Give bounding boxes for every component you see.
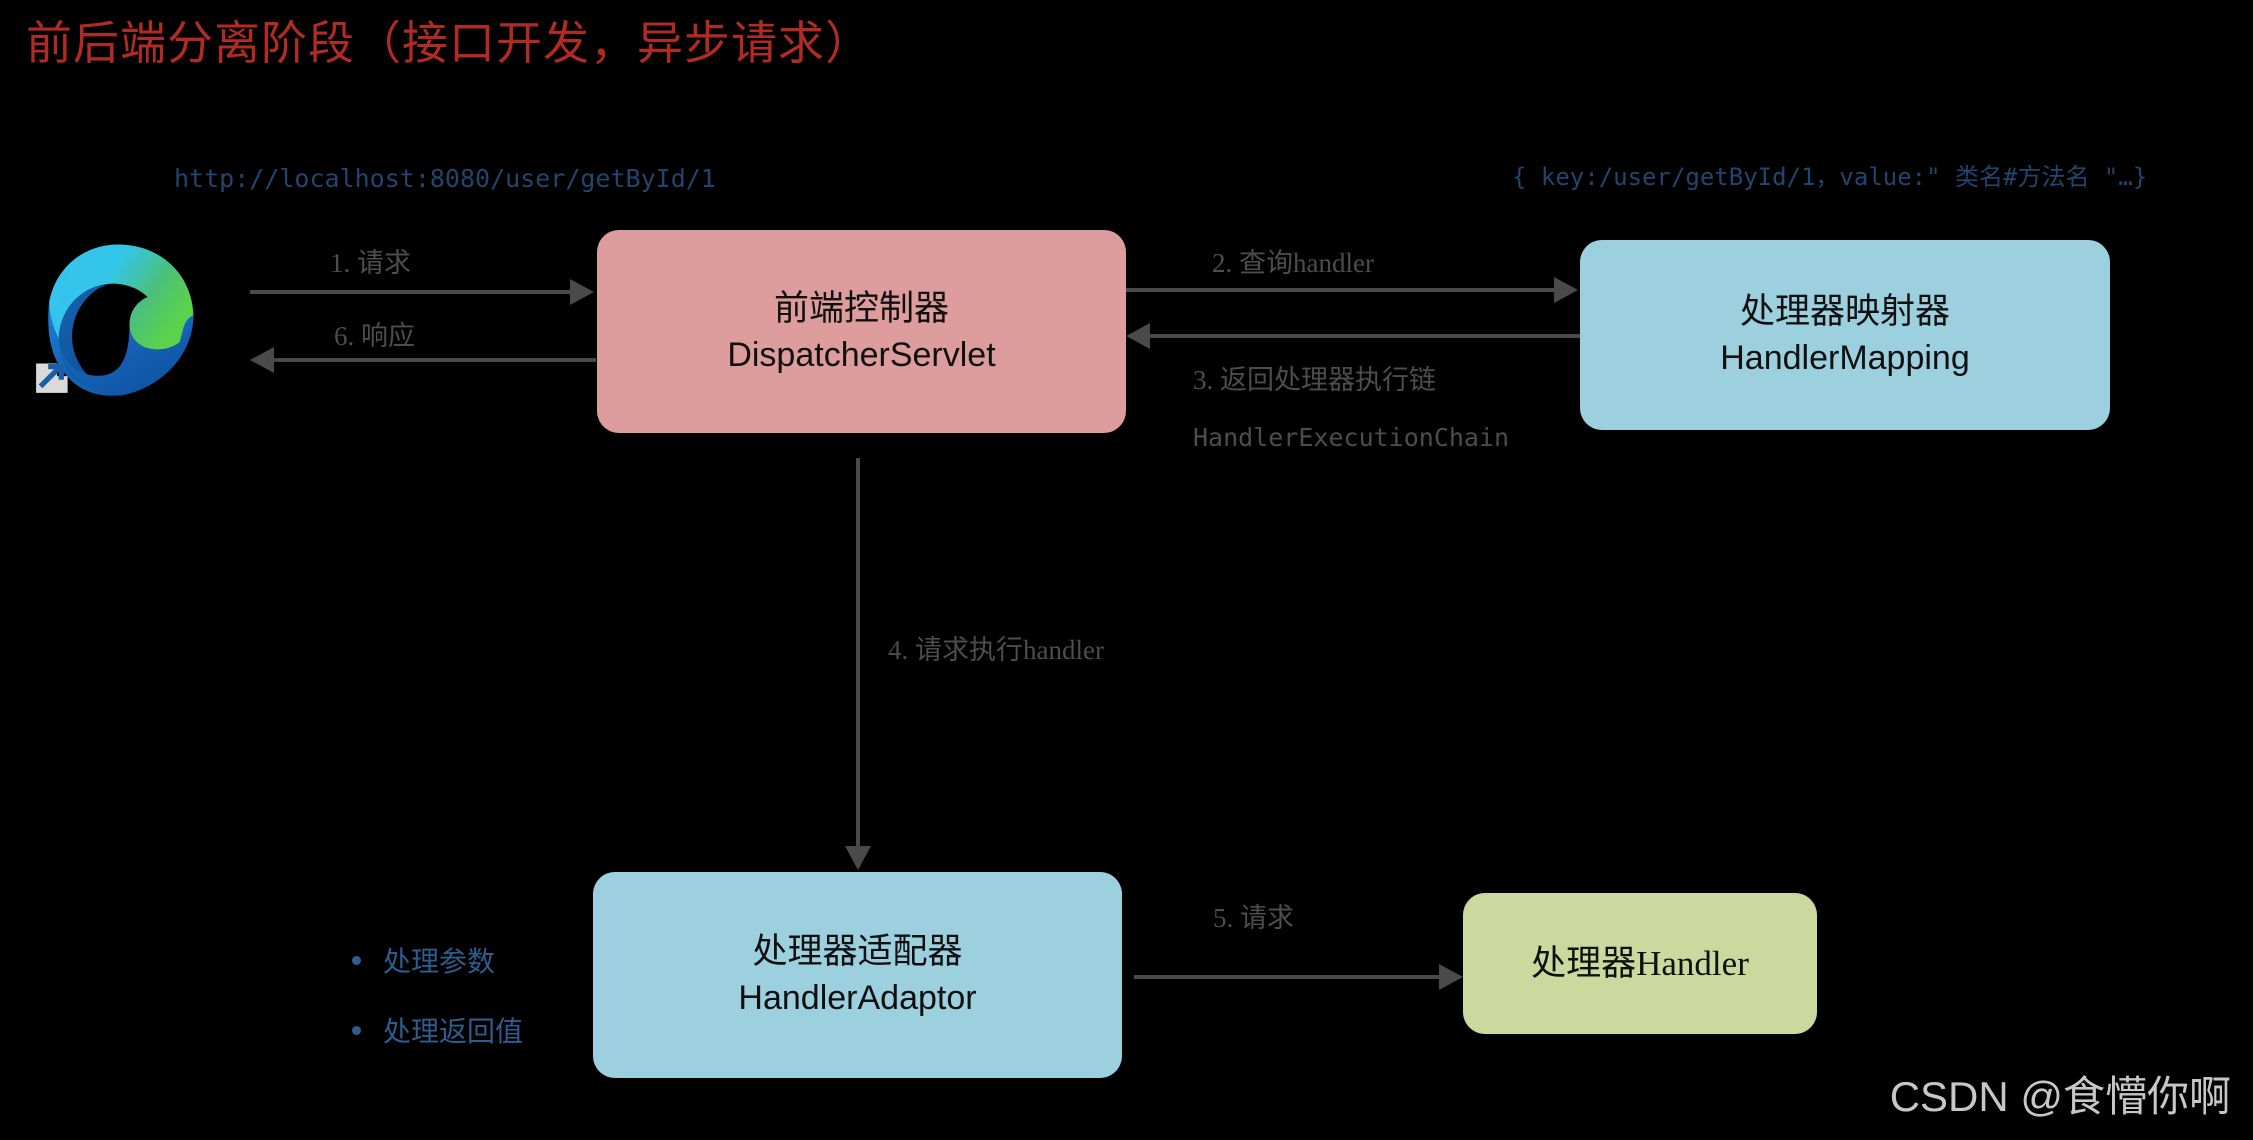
handler-adaptor-notes-list: 处理参数 处理返回值 bbox=[352, 940, 572, 1080]
node-dispatcher-en: DispatcherServlet bbox=[727, 335, 996, 374]
arrow-line-step3 bbox=[1150, 334, 1580, 338]
arrow-line-step4 bbox=[856, 458, 860, 848]
request-url-annotation: http://localhost:8080/user/getById/1 bbox=[174, 164, 716, 193]
arrow-head-step3 bbox=[1126, 323, 1150, 349]
node-handler-adaptor[interactable]: 处理器适配器 HandlerAdaptor bbox=[593, 872, 1122, 1078]
csdn-watermark: CSDN @食懵你啊 bbox=[1889, 1073, 2231, 1120]
node-handler-adaptor-en: HandlerAdaptor bbox=[738, 979, 977, 1017]
node-dispatcher-cn: 前端控制器 bbox=[773, 288, 949, 328]
bullet-dot-icon bbox=[352, 1025, 361, 1035]
arrow-label-step3: 3. 返回处理器执行链 bbox=[1193, 365, 1436, 395]
arrow-label-step2: 2. 查询handler bbox=[1212, 248, 1374, 278]
node-handler-mapping-en: HandlerMapping bbox=[1720, 339, 1970, 377]
edge-browser-icon bbox=[36, 238, 200, 402]
node-handler[interactable]: 处理器Handler bbox=[1463, 893, 1817, 1034]
node-dispatcher-servlet[interactable]: 前端控制器 DispatcherServlet bbox=[597, 230, 1126, 433]
arrow-head-step1 bbox=[570, 279, 594, 305]
list-item-label: 处理参数 bbox=[383, 947, 496, 978]
arrow-label-step5: 5. 请求 bbox=[1213, 903, 1294, 933]
node-handler-mapping-cn: 处理器映射器 bbox=[1739, 292, 1950, 331]
arrow-label-step1: 1. 请求 bbox=[330, 248, 411, 278]
node-handler-adaptor-cn: 处理器适配器 bbox=[752, 932, 963, 971]
shortcut-arrow-icon bbox=[34, 353, 76, 395]
list-item: 处理返回值 bbox=[352, 1010, 572, 1050]
arrow-label-step4: 4. 请求执行handler bbox=[888, 635, 1104, 665]
arrow-label-step3-sub: HandlerExecutionChain bbox=[1193, 423, 1510, 452]
arrow-label-step6: 6. 响应 bbox=[334, 321, 415, 351]
arrow-head-step5 bbox=[1439, 964, 1463, 990]
node-handler-mapping[interactable]: 处理器映射器 HandlerMapping bbox=[1580, 240, 2110, 430]
node-handler-label: 处理器Handler bbox=[1531, 943, 1749, 983]
list-item: 处理参数 bbox=[352, 940, 572, 980]
arrow-line-step2 bbox=[1126, 288, 1554, 292]
arrow-line-step5 bbox=[1134, 975, 1439, 979]
arrow-line-step1 bbox=[250, 290, 570, 294]
arrow-line-step6 bbox=[274, 358, 596, 362]
arrow-head-step4 bbox=[845, 846, 871, 870]
arrow-head-step6 bbox=[250, 347, 274, 373]
page-title: 前后端分离阶段（接口开发，异步请求） bbox=[26, 18, 872, 69]
bullet-dot-icon bbox=[352, 955, 361, 965]
handler-mapping-entry-annotation: { key:/user/getById/1，value:" 类名#方法名 "…} bbox=[1512, 163, 2148, 191]
arrow-head-step2 bbox=[1554, 277, 1578, 303]
list-item-label: 处理返回值 bbox=[383, 1017, 524, 1048]
